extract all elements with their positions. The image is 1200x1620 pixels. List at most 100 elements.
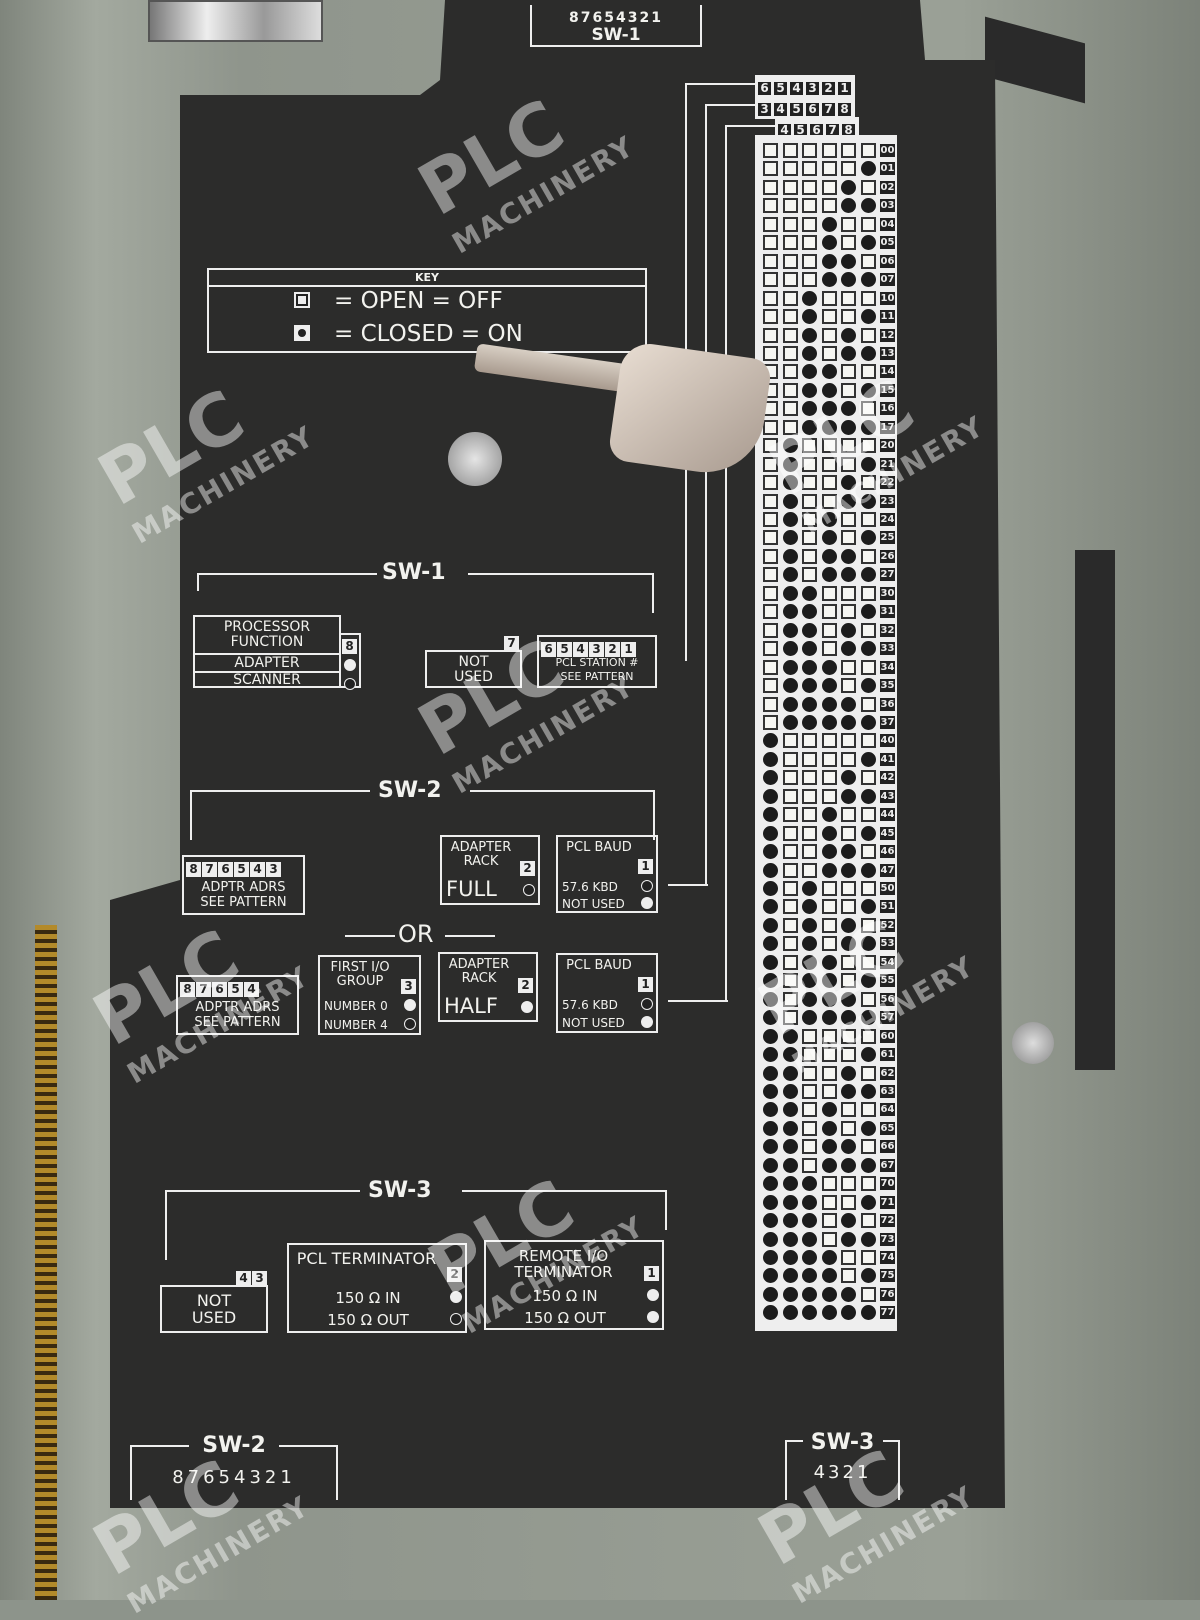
switch-closed-marker [782,548,798,564]
switch-open-marker [821,290,837,306]
pattern-row-label: 32 [880,623,895,637]
switch-closed-marker [821,216,837,232]
pattern-row-label: 67 [880,1158,895,1172]
switch-open-marker [841,825,856,841]
switch-open-marker [782,253,798,269]
switch-closed-marker [763,1231,778,1247]
switch-closed-marker [841,1065,856,1081]
see-pattern-label: SEE PATTERN [560,670,634,683]
switch-closed-marker [821,1010,837,1026]
in-option: 150 Ω IN [335,1289,401,1307]
switch-open-marker [802,475,817,491]
switch-closed-marker [802,1176,817,1192]
switch-open-marker [763,438,778,454]
switch-closed-marker [860,309,876,325]
not-used-off-indicator [641,1016,653,1028]
pattern-row-label: 33 [880,642,895,656]
switch-closed-marker [802,1231,817,1247]
key-closed: = CLOSED = ON [334,321,523,347]
digit: 1 [621,642,636,657]
in-off-indicator [450,1291,462,1303]
switch-2-number: 2 [518,978,533,993]
half-option: HALF [444,994,498,1018]
switch-open-marker [860,1176,876,1192]
switch-open-marker [763,419,778,435]
pcl-baud-box-1: PCL BAUD 1 57.6 KBD NOT USED [556,835,658,913]
pattern-row-label: 34 [880,660,895,674]
switch-open-marker [782,751,798,767]
digit: 4 [250,862,265,877]
pcl-station-label: PCL STATION # [555,656,639,669]
switch-open-marker [860,1250,876,1265]
not-used-option: NOT USED [562,897,625,911]
switch-closed-marker [821,512,837,527]
switch-open-marker [821,1028,837,1044]
switch-closed-marker [802,991,817,1007]
baud-on-indicator [641,880,653,892]
switch-closed-marker [763,1028,778,1044]
switch-open-marker [802,161,817,177]
switch-closed-marker [821,659,837,675]
switch-open-marker [860,327,876,343]
not-used-label: NOT USED [454,654,493,685]
switch-closed-marker [782,1213,798,1229]
digit: 5 [234,862,249,877]
processor-function-label: PROCESSOR FUNCTION [223,619,311,650]
switch-open-marker [782,936,798,952]
switch-open-marker [841,954,856,970]
switch-open-marker [782,881,798,896]
switch-open-marker [782,862,798,878]
switch-open-marker [802,1102,817,1118]
switch-closed-marker [782,512,798,527]
switch-closed-marker [782,678,798,694]
switch-open-marker [860,1139,876,1155]
switch-open-marker [821,198,837,214]
switch-closed-marker [841,770,856,786]
digit: 7 [202,862,217,877]
switch-closed-marker [821,419,837,435]
switch-open-marker [821,143,837,158]
switch-open-marker [782,844,798,860]
switch-closed-marker [841,548,856,564]
switch-open-marker [841,973,856,989]
pattern-row-label: 02 [880,180,895,194]
pattern-row-label: 25 [880,531,895,545]
switch-open-marker [821,309,837,325]
switch-open-marker [860,696,876,712]
switch-closed-marker [821,807,837,823]
sw3-digits: 4321 [813,1462,872,1483]
switch-closed-marker [841,475,856,491]
switch-closed-marker [860,788,876,804]
switch-closed-marker [821,714,837,730]
switch-closed-marker [841,567,856,583]
switch-closed-marker [802,382,817,398]
switch-closed-marker [841,1231,856,1247]
switch-closed-marker [782,1047,798,1063]
switch-open-marker [782,272,798,288]
pattern-row-label: 45 [880,826,895,840]
switch-open-marker [841,1028,856,1044]
switch-open-marker [802,788,817,804]
pattern-row-label: 06 [880,254,895,268]
switch-closed-marker [763,881,778,896]
switch-closed-marker [841,641,856,657]
switch-open-marker [802,272,817,288]
switch-closed-marker [821,401,837,417]
pattern-row-label: 44 [880,808,895,822]
switch-open-marker [782,973,798,989]
leader-line [725,125,727,1000]
see-pattern-label: SEE PATTERN [200,895,287,910]
switch-closed-marker [802,899,817,915]
switch-closed-marker [763,1065,778,1081]
switch-open-marker [802,253,817,269]
leader-line [705,104,755,106]
switch-open-marker [782,825,798,841]
switch-open-marker [763,493,778,509]
adapter-rack-label: ADAPTER RACK [450,840,512,869]
switch-closed-marker [782,1194,798,1210]
key-legend: KEY = OPEN = OFF = CLOSED = ON [207,268,647,353]
pattern-row-label: 70 [880,1177,895,1191]
out-option: 150 Ω OUT [327,1311,409,1329]
switch-closed-marker [802,604,817,620]
sw1-name: SW-1 [591,25,641,45]
